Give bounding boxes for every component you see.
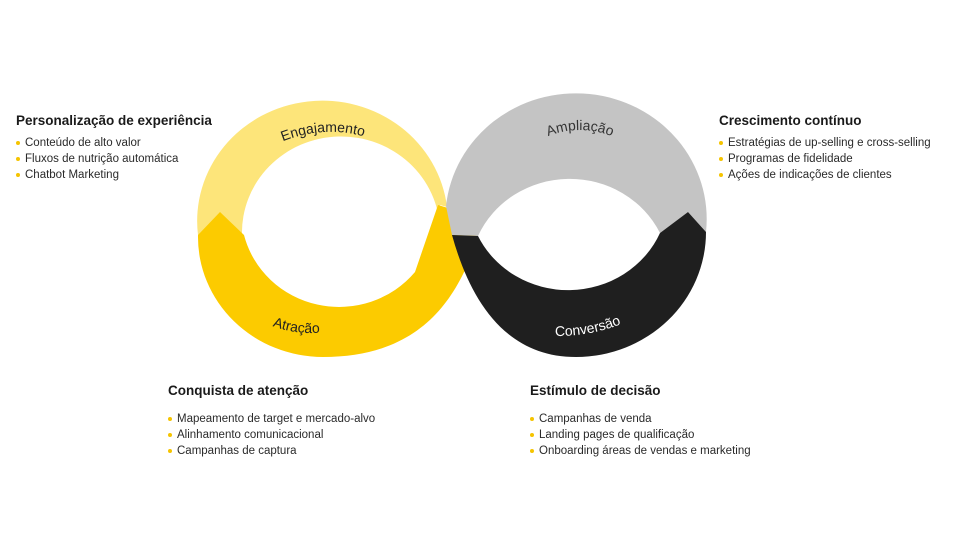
bullet-icon — [530, 417, 534, 421]
list-item: Landing pages de qualificação — [530, 427, 751, 443]
ampliacao-segment — [446, 93, 707, 237]
bullet-icon — [530, 433, 534, 437]
list-item: Chatbot Marketing — [16, 167, 212, 183]
list-item: Mapeamento de target e mercado-alvo — [168, 411, 375, 427]
list-item: Conteúdo de alto valor — [16, 135, 212, 151]
bullet-icon — [719, 173, 723, 177]
bullet-icon — [168, 433, 172, 437]
list-item: Estratégias de up-selling e cross-sellin… — [719, 135, 931, 151]
crescimento-block: Crescimento contínuo Estratégias de up-s… — [719, 113, 931, 183]
list-item: Fluxos de nutrição automática — [16, 151, 212, 167]
bullet-icon — [530, 449, 534, 453]
conquista-list: Mapeamento de target e mercado-alvo Alin… — [168, 411, 375, 459]
list-item: Campanhas de captura — [168, 443, 375, 459]
bullet-icon — [16, 173, 20, 177]
ampliacao-label: Ampliação — [544, 117, 616, 139]
conquista-block: Conquista de atenção Mapeamento de targe… — [168, 383, 375, 459]
bullet-icon — [168, 449, 172, 453]
engajamento-segment — [197, 100, 447, 235]
bullet-icon — [168, 417, 172, 421]
conquista-title: Conquista de atenção — [168, 383, 309, 398]
crescimento-title: Crescimento contínuo — [719, 113, 862, 128]
personalizacao-block: Personalização de experiência Conteúdo d… — [16, 113, 212, 183]
bullet-icon — [16, 141, 20, 145]
list-item: Campanhas de venda — [530, 411, 751, 427]
bullet-icon — [719, 157, 723, 161]
estimulo-title: Estímulo de decisão — [530, 383, 661, 398]
bullet-icon — [16, 157, 20, 161]
list-item: Alinhamento comunicacional — [168, 427, 375, 443]
list-item: Programas de fidelidade — [719, 151, 931, 167]
crescimento-list: Estratégias de up-selling e cross-sellin… — [719, 135, 931, 183]
estimulo-block: Estímulo de decisão Campanhas de venda L… — [530, 383, 751, 459]
personalizacao-title: Personalização de experiência — [16, 113, 212, 128]
estimulo-list: Campanhas de venda Landing pages de qual… — [530, 411, 751, 459]
list-item: Ações de indicações de clientes — [719, 167, 931, 183]
atracao-segment — [197, 205, 478, 358]
personalizacao-list: Conteúdo de alto valor Fluxos de nutriçã… — [16, 135, 212, 183]
conversao-segment — [452, 212, 706, 357]
bullet-icon — [719, 141, 723, 145]
list-item: Onboarding áreas de vendas e marketing — [530, 443, 751, 459]
